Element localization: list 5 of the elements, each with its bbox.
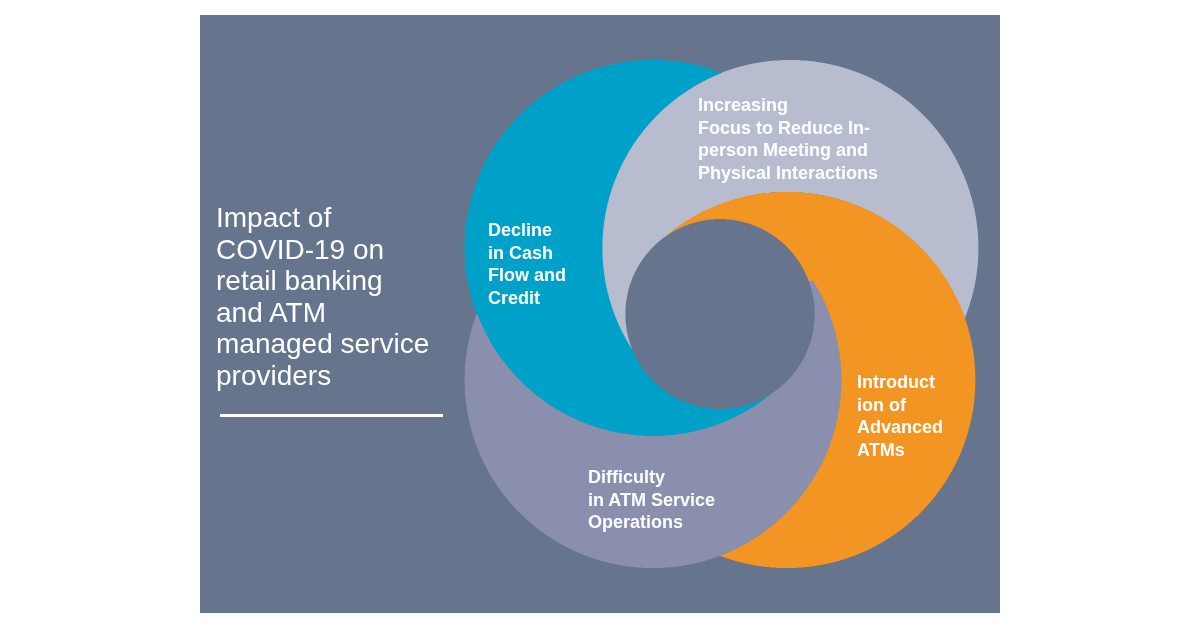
segment-label: Increasing Focus to Reduce In-person Meeting and Physical Interactions — [698, 94, 880, 184]
segment-label: Introduct ion of Advanced ATMs — [857, 371, 944, 461]
diagram-title: Impact of COVID-19 on retail banking and ATM managed service providers — [216, 202, 430, 391]
segment-label: Difficulty in ATM Service Operations — [588, 466, 716, 534]
segment-label: Decline in Cash Flow and Credit — [488, 219, 566, 309]
